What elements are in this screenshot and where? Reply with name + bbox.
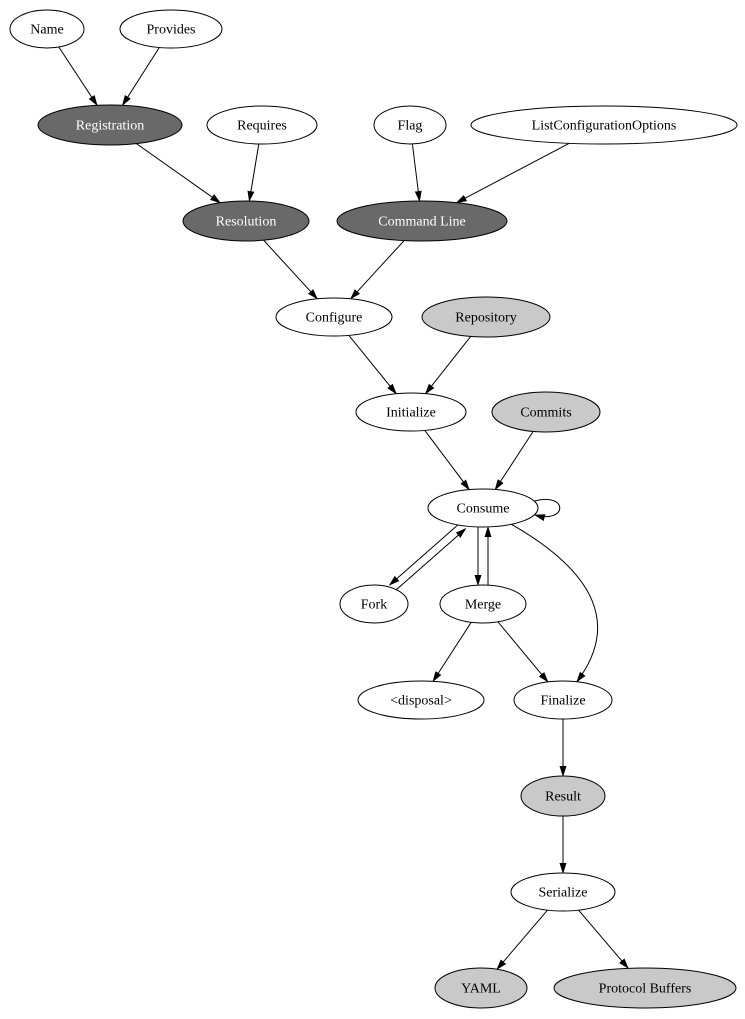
edge-consume-to-consume [534, 499, 561, 521]
node-result: Result [520, 775, 606, 817]
node-ellipse-initialize [355, 392, 467, 432]
node-listconfigurationoptions: ListConfigurationOptions [470, 105, 738, 145]
node-ellipse-repository [421, 296, 551, 338]
node-label-disposal: <disposal> [390, 694, 452, 709]
node-ellipse-listconfigurationoptions [470, 105, 738, 145]
node-label-listconfigurationoptions: ListConfigurationOptions [532, 119, 677, 134]
node-fork: Fork [339, 584, 409, 624]
node-registration: Registration [37, 104, 183, 146]
node-commandline: Command Line [336, 200, 508, 242]
node-label-name: Name [30, 23, 63, 38]
edge-merge-to-finalize [497, 621, 549, 683]
node-ellipse-finalize [513, 680, 613, 720]
edge-configure-to-initialize [348, 335, 397, 395]
node-merge: Merge [439, 584, 527, 624]
node-serialize: Serialize [510, 872, 616, 912]
edge-requires-to-resolution [247, 143, 260, 202]
node-ellipse-merge [439, 584, 527, 624]
edge-initialize-to-consume [424, 430, 470, 491]
node-label-flag: Flag [398, 119, 423, 134]
node-ellipse-name [9, 9, 85, 49]
edge-serialize-to-yaml [496, 909, 548, 971]
edge-fork-to-consume [394, 528, 467, 592]
node-ellipse-serialize [510, 872, 616, 912]
node-label-provides: Provides [147, 23, 196, 38]
node-label-commits: Commits [520, 406, 571, 421]
node-ellipse-resolution [182, 200, 310, 242]
node-initialize: Initialize [355, 392, 467, 432]
node-label-serialize: Serialize [539, 886, 588, 901]
node-ellipse-requires [206, 105, 318, 145]
edge-flag-to-commandline [411, 143, 422, 202]
node-label-fork: Fork [361, 598, 387, 613]
node-label-initialize: Initialize [386, 406, 436, 421]
node-label-commandline: Command Line [378, 215, 466, 230]
node-label-finalize: Finalize [540, 694, 585, 709]
node-ellipse-provides [119, 9, 223, 49]
node-finalize: Finalize [513, 680, 613, 720]
edge-registration-to-resolution [136, 143, 222, 204]
node-consume: Consume [427, 488, 539, 528]
node-ellipse-flag [373, 105, 447, 145]
node-ellipse-fork [339, 584, 409, 624]
edges-layer [58, 46, 629, 971]
node-label-configure: Configure [306, 311, 363, 326]
node-flag: Flag [373, 105, 447, 145]
edge-commits-to-consume [494, 431, 534, 491]
edge-provides-to-registration [121, 47, 160, 107]
node-ellipse-commandline [336, 200, 508, 242]
node-name: Name [9, 9, 85, 49]
node-label-repository: Repository [455, 311, 516, 326]
node-ellipse-configure [275, 297, 393, 337]
node-label-consume: Consume [457, 502, 510, 517]
node-ellipse-yaml [434, 967, 528, 1009]
node-label-merge: Merge [465, 598, 501, 613]
node-ellipse-consume [427, 488, 539, 528]
edge-listconfigurationoptions-to-commandline [455, 142, 570, 204]
edge-commandline-to-configure [350, 240, 405, 300]
edge-name-to-registration [58, 46, 98, 107]
node-label-yaml: YAML [461, 982, 501, 997]
node-disposal: <disposal> [357, 680, 485, 720]
node-provides: Provides [119, 9, 223, 49]
node-resolution: Resolution [182, 200, 310, 242]
node-configure: Configure [275, 297, 393, 337]
node-ellipse-registration [37, 104, 183, 146]
edge-merge-to-disposal [432, 622, 472, 683]
node-ellipse-commits [491, 391, 601, 433]
node-label-protocolbuffers: Protocol Buffers [599, 982, 692, 997]
node-requires: Requires [206, 105, 318, 145]
node-repository: Repository [421, 296, 551, 338]
node-yaml: YAML [434, 967, 528, 1009]
node-label-resolution: Resolution [216, 215, 277, 230]
node-ellipse-disposal [357, 680, 485, 720]
node-ellipse-protocolbuffers [553, 967, 737, 1009]
edge-serialize-to-protocolbuffers [578, 909, 629, 970]
node-label-requires: Requires [237, 119, 287, 134]
node-label-result: Result [545, 790, 581, 805]
node-protocolbuffers: Protocol Buffers [553, 967, 737, 1009]
node-ellipse-result [520, 775, 606, 817]
edge-consume-to-fork [388, 522, 461, 586]
edge-repository-to-initialize [424, 336, 472, 395]
node-commits: Commits [491, 391, 601, 433]
node-label-registration: Registration [76, 119, 144, 134]
edge-resolution-to-configure [263, 239, 318, 300]
edge-consume-to-finalize [511, 523, 599, 683]
